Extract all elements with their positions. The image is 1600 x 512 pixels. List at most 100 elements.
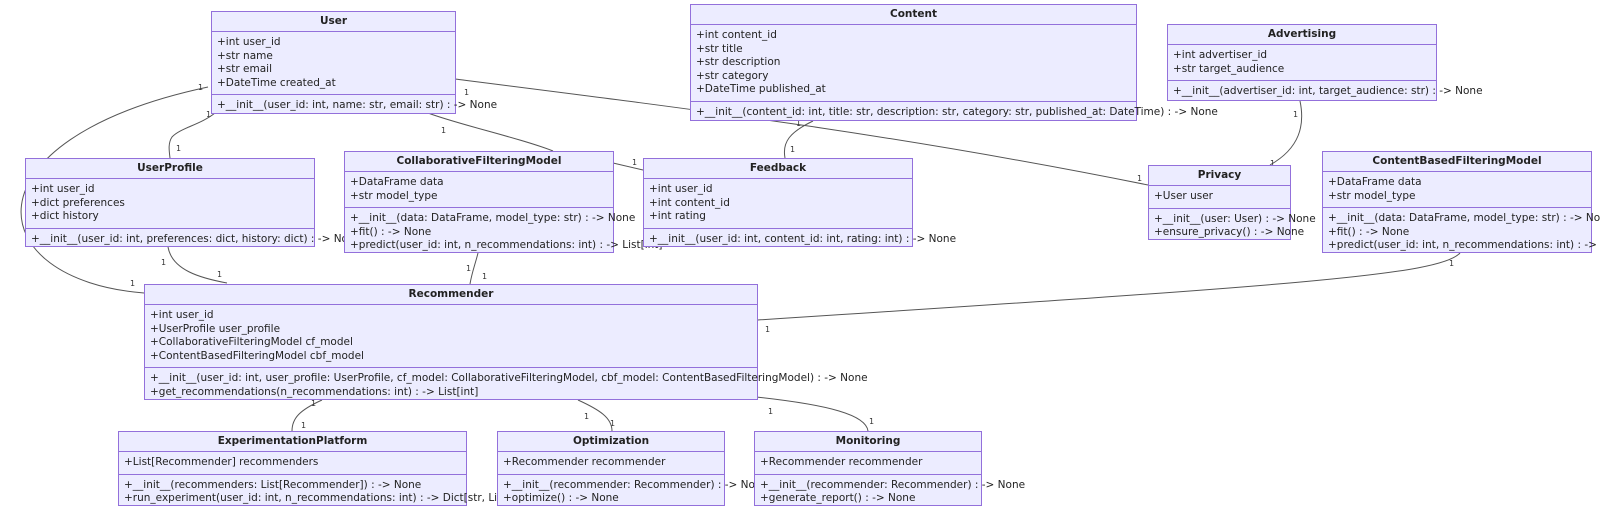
mult-user-userprofile-a: 1 bbox=[206, 110, 211, 119]
mult-advertising-privacy-a: 1 bbox=[1293, 110, 1298, 119]
attribute: +str model_type bbox=[350, 189, 438, 202]
mult-user-recommender-b: 1 bbox=[130, 279, 135, 288]
attribute: +DataFrame data bbox=[1328, 176, 1422, 188]
method: +get_recommendations(n_recommendations: … bbox=[150, 385, 479, 398]
attribute: +DateTime published_at bbox=[696, 83, 826, 96]
mult-userprofile-recommender-b: 1 bbox=[217, 270, 222, 279]
mult-advertising-privacy-b: 1 bbox=[1270, 159, 1275, 168]
mult-cbfmodel-recommender-b: 1 bbox=[765, 325, 770, 334]
edge-userprofile-recommender bbox=[167, 246, 228, 284]
class-advertising: Advertising +int advertiser_id +str targ… bbox=[1167, 24, 1483, 103]
methods-section: +__init__(recommender: Recommender) : ->… bbox=[498, 475, 769, 510]
class-title: Privacy bbox=[1149, 166, 1290, 186]
attribute: +Recommender recommender bbox=[503, 456, 666, 468]
class-monitoring: Monitoring +Recommender recommender +__i… bbox=[754, 431, 1025, 506]
mult-recommender-monitoring-b: 1 bbox=[869, 417, 874, 426]
class-title: ExperimentationPlatform bbox=[119, 432, 466, 452]
mult-user-userprofile-b: 1 bbox=[176, 144, 181, 153]
attribute: +List[Recommender] recommenders bbox=[124, 456, 319, 468]
mult-user-privacy-b: 1 bbox=[1137, 174, 1142, 183]
attribute: +int advertiser_id bbox=[1173, 49, 1268, 61]
class-title: Advertising bbox=[1168, 25, 1436, 45]
method: +__init__(recommenders: List[Recommender… bbox=[124, 478, 422, 491]
class-content: Content +int content_id +str title +str … bbox=[690, 4, 1218, 124]
methods-section: +__init__(user_id: int, name: str, email… bbox=[212, 95, 497, 117]
class-privacy: Privacy +User user +__init__(user: User)… bbox=[1148, 165, 1316, 240]
class-collaborative-filtering-model: CollaborativeFilteringModel +DataFrame d… bbox=[344, 151, 663, 253]
attribute: +Recommender recommender bbox=[760, 456, 923, 468]
method: +fit() : -> None bbox=[1328, 225, 1410, 238]
mult-userprofile-recommender-a: 1 bbox=[161, 258, 166, 267]
edge-cfmodel-recommender bbox=[469, 252, 479, 285]
attribute: +int rating bbox=[649, 210, 706, 223]
class-user: User +int user_id +str name +str email +… bbox=[211, 11, 497, 117]
method: +__init__(data: DataFrame, model_type: s… bbox=[350, 212, 636, 225]
class-content-based-filtering-model: ContentBasedFilteringModel +DataFrame da… bbox=[1322, 151, 1600, 253]
class-title: ContentBasedFilteringModel bbox=[1323, 152, 1591, 172]
attribute: +int user_id bbox=[31, 183, 95, 195]
class-userprofile: UserProfile +int user_id +dict preferenc… bbox=[25, 158, 361, 247]
mult-recommender-optimization-a: 1 bbox=[584, 412, 589, 421]
mult-cbfmodel-recommender-a: 1 bbox=[1449, 259, 1454, 268]
attribute: +DataFrame data bbox=[350, 176, 444, 188]
class-title: Monitoring bbox=[755, 432, 981, 452]
attribute: +str title bbox=[696, 42, 743, 55]
class-experimentation-platform: ExperimentationPlatform +List[Recommende… bbox=[118, 431, 533, 506]
mult-cfmodel-recommender-a: 1 bbox=[466, 264, 471, 273]
class-optimization: Optimization +Recommender recommender +_… bbox=[497, 431, 768, 506]
mult-user-cfmodel-b: 1 bbox=[632, 158, 637, 167]
method: +ensure_privacy() : -> None bbox=[1154, 226, 1305, 239]
attributes-section: +int user_id +dict preferences +dict his… bbox=[26, 179, 314, 229]
attributes-section: +Recommender recommender bbox=[755, 452, 981, 475]
class-title: CollaborativeFilteringModel bbox=[345, 152, 613, 172]
attributes-section: +int content_id +str title +str descript… bbox=[691, 25, 1136, 102]
class-recommender: Recommender +int user_id +UserProfile us… bbox=[144, 284, 868, 403]
mult-content-feedback-a: 1 bbox=[796, 119, 801, 128]
attributes-section: +int user_id +UserProfile user_profile +… bbox=[145, 305, 757, 369]
mult-cfmodel-recommender-b: 1 bbox=[482, 272, 487, 281]
methods-section: +__init__(user: User) : -> None +ensure_… bbox=[1149, 209, 1316, 244]
attribute: +DateTime created_at bbox=[217, 76, 336, 89]
edge-user-privacy bbox=[454, 78, 1149, 186]
attributes-section: +int advertiser_id +str target_audience bbox=[1168, 45, 1436, 82]
edge-recommender-monitoring bbox=[755, 396, 869, 432]
class-title: Optimization bbox=[498, 432, 724, 452]
mult-recommender-experiment-b: 1 bbox=[301, 421, 306, 430]
mult-recommender-monitoring-a: 1 bbox=[768, 407, 773, 416]
attributes-section: +User user bbox=[1149, 186, 1290, 209]
attribute: +User user bbox=[1154, 190, 1213, 202]
attribute: +str target_audience bbox=[1173, 62, 1285, 75]
methods-section: +__init__(advertiser_id: int, target_aud… bbox=[1168, 81, 1483, 103]
methods-section: +__init__(user_id: int, content_id: int,… bbox=[644, 229, 956, 251]
edge-recommender-optimization bbox=[577, 399, 613, 432]
edge-content-feedback bbox=[783, 120, 814, 159]
method: +__init__(recommender: Recommender) : ->… bbox=[503, 478, 769, 491]
methods-section: +__init__(content_id: int, title: str, d… bbox=[691, 102, 1218, 124]
mult-recommender-experiment-a: 1 bbox=[311, 399, 316, 408]
attributes-section: +Recommender recommender bbox=[498, 452, 724, 475]
methods-section: +__init__(user_id: int, user_profile: Us… bbox=[145, 368, 868, 403]
attribute: +CollaborativeFilteringModel cf_model bbox=[150, 336, 353, 349]
mult-user-cfmodel-a: 1 bbox=[441, 126, 446, 135]
edge-cbfmodel-recommender bbox=[757, 252, 1461, 321]
class-feedback: Feedback +int user_id +int content_id +i… bbox=[643, 158, 956, 247]
edge-user-cfmodel bbox=[427, 112, 554, 152]
class-title: UserProfile bbox=[26, 159, 314, 179]
methods-section: +__init__(data: DataFrame, model_type: s… bbox=[345, 208, 663, 257]
edge-user-recommender bbox=[20, 86, 209, 294]
method: +generate_report() : -> None bbox=[760, 492, 916, 505]
edge-advertising-privacy bbox=[1269, 100, 1303, 166]
attribute: +str email bbox=[217, 63, 272, 76]
attribute: +str description bbox=[696, 56, 781, 69]
class-title: Feedback bbox=[644, 159, 912, 179]
attribute: +dict history bbox=[31, 210, 99, 223]
method: +run_experiment(user_id: int, n_recommen… bbox=[124, 492, 533, 505]
method: +__init__(user_id: int, user_profile: Us… bbox=[150, 372, 868, 385]
attribute: +str model_type bbox=[1328, 189, 1416, 202]
method: +predict(user_id: int, n_recommendations… bbox=[350, 239, 663, 252]
class-title: Recommender bbox=[145, 285, 757, 305]
attribute: +int user_id bbox=[150, 309, 214, 321]
edge-cfmodel-feedback bbox=[612, 162, 644, 171]
method: +fit() : -> None bbox=[350, 225, 432, 238]
